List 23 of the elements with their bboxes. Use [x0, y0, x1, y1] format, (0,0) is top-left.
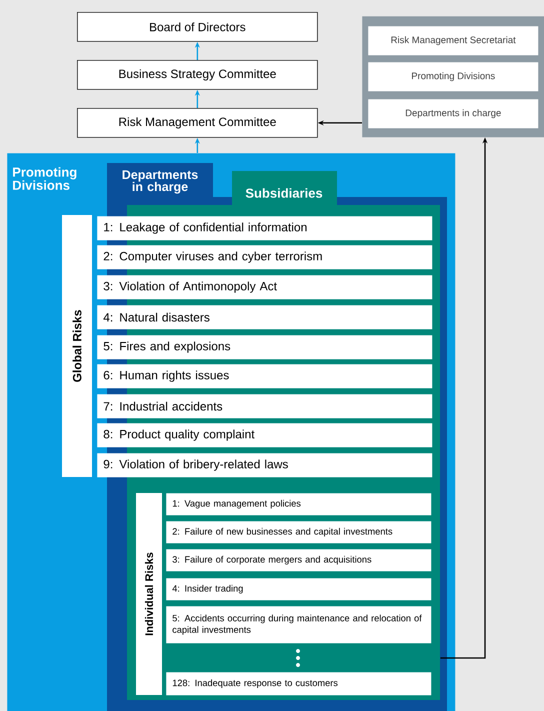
- committee-box: Board of Directors: [77, 12, 318, 42]
- risk-item-box: 8: Product quality complaint: [97, 423, 432, 448]
- risk-item-box: 6: Human rights issues: [97, 364, 432, 388]
- risk-item-box: 4: Natural disasters: [97, 305, 432, 330]
- risk-item-box: 2: Failure of new businesses and capital investments: [166, 521, 432, 544]
- risk-item-box: 2: Computer viruses and cyber terrorism: [97, 245, 432, 270]
- risk-category-label: Global Risks: [62, 215, 92, 477]
- risk-category-label: Individual Risks: [136, 493, 162, 695]
- risk-item-box: 1: Leakage of confidential information: [97, 216, 432, 240]
- risk-item-box: 3: Failure of corporate mergers and acquisitions: [166, 549, 432, 572]
- panel-item-box: Risk Management Secretariat: [368, 26, 538, 56]
- panel-item-box: Departments in charge: [368, 99, 538, 128]
- risk-item-box: 7: Industrial accidents: [97, 394, 432, 418]
- risk-item-box: 1: Vague management policies: [166, 493, 432, 516]
- risk-item-box: 9: Violation of bribery-related laws: [97, 453, 432, 478]
- risk-item-box: 128: Inadequate response to customers: [166, 672, 432, 696]
- committee-box: Business Strategy Committee: [77, 60, 318, 90]
- risk-item-box: 5: Fires and explosions: [97, 335, 432, 360]
- panel-item-box: Promoting Divisions: [368, 62, 538, 92]
- risk-item-box: 5: Accidents occurring during maintenance and relocation of capital investments: [166, 606, 432, 644]
- committee-box: Risk Management Committee: [77, 108, 318, 138]
- risk-item-box: 4: Insider trading: [166, 578, 432, 600]
- risk-item-box: 3: Violation of Antimonopoly Act: [97, 275, 432, 300]
